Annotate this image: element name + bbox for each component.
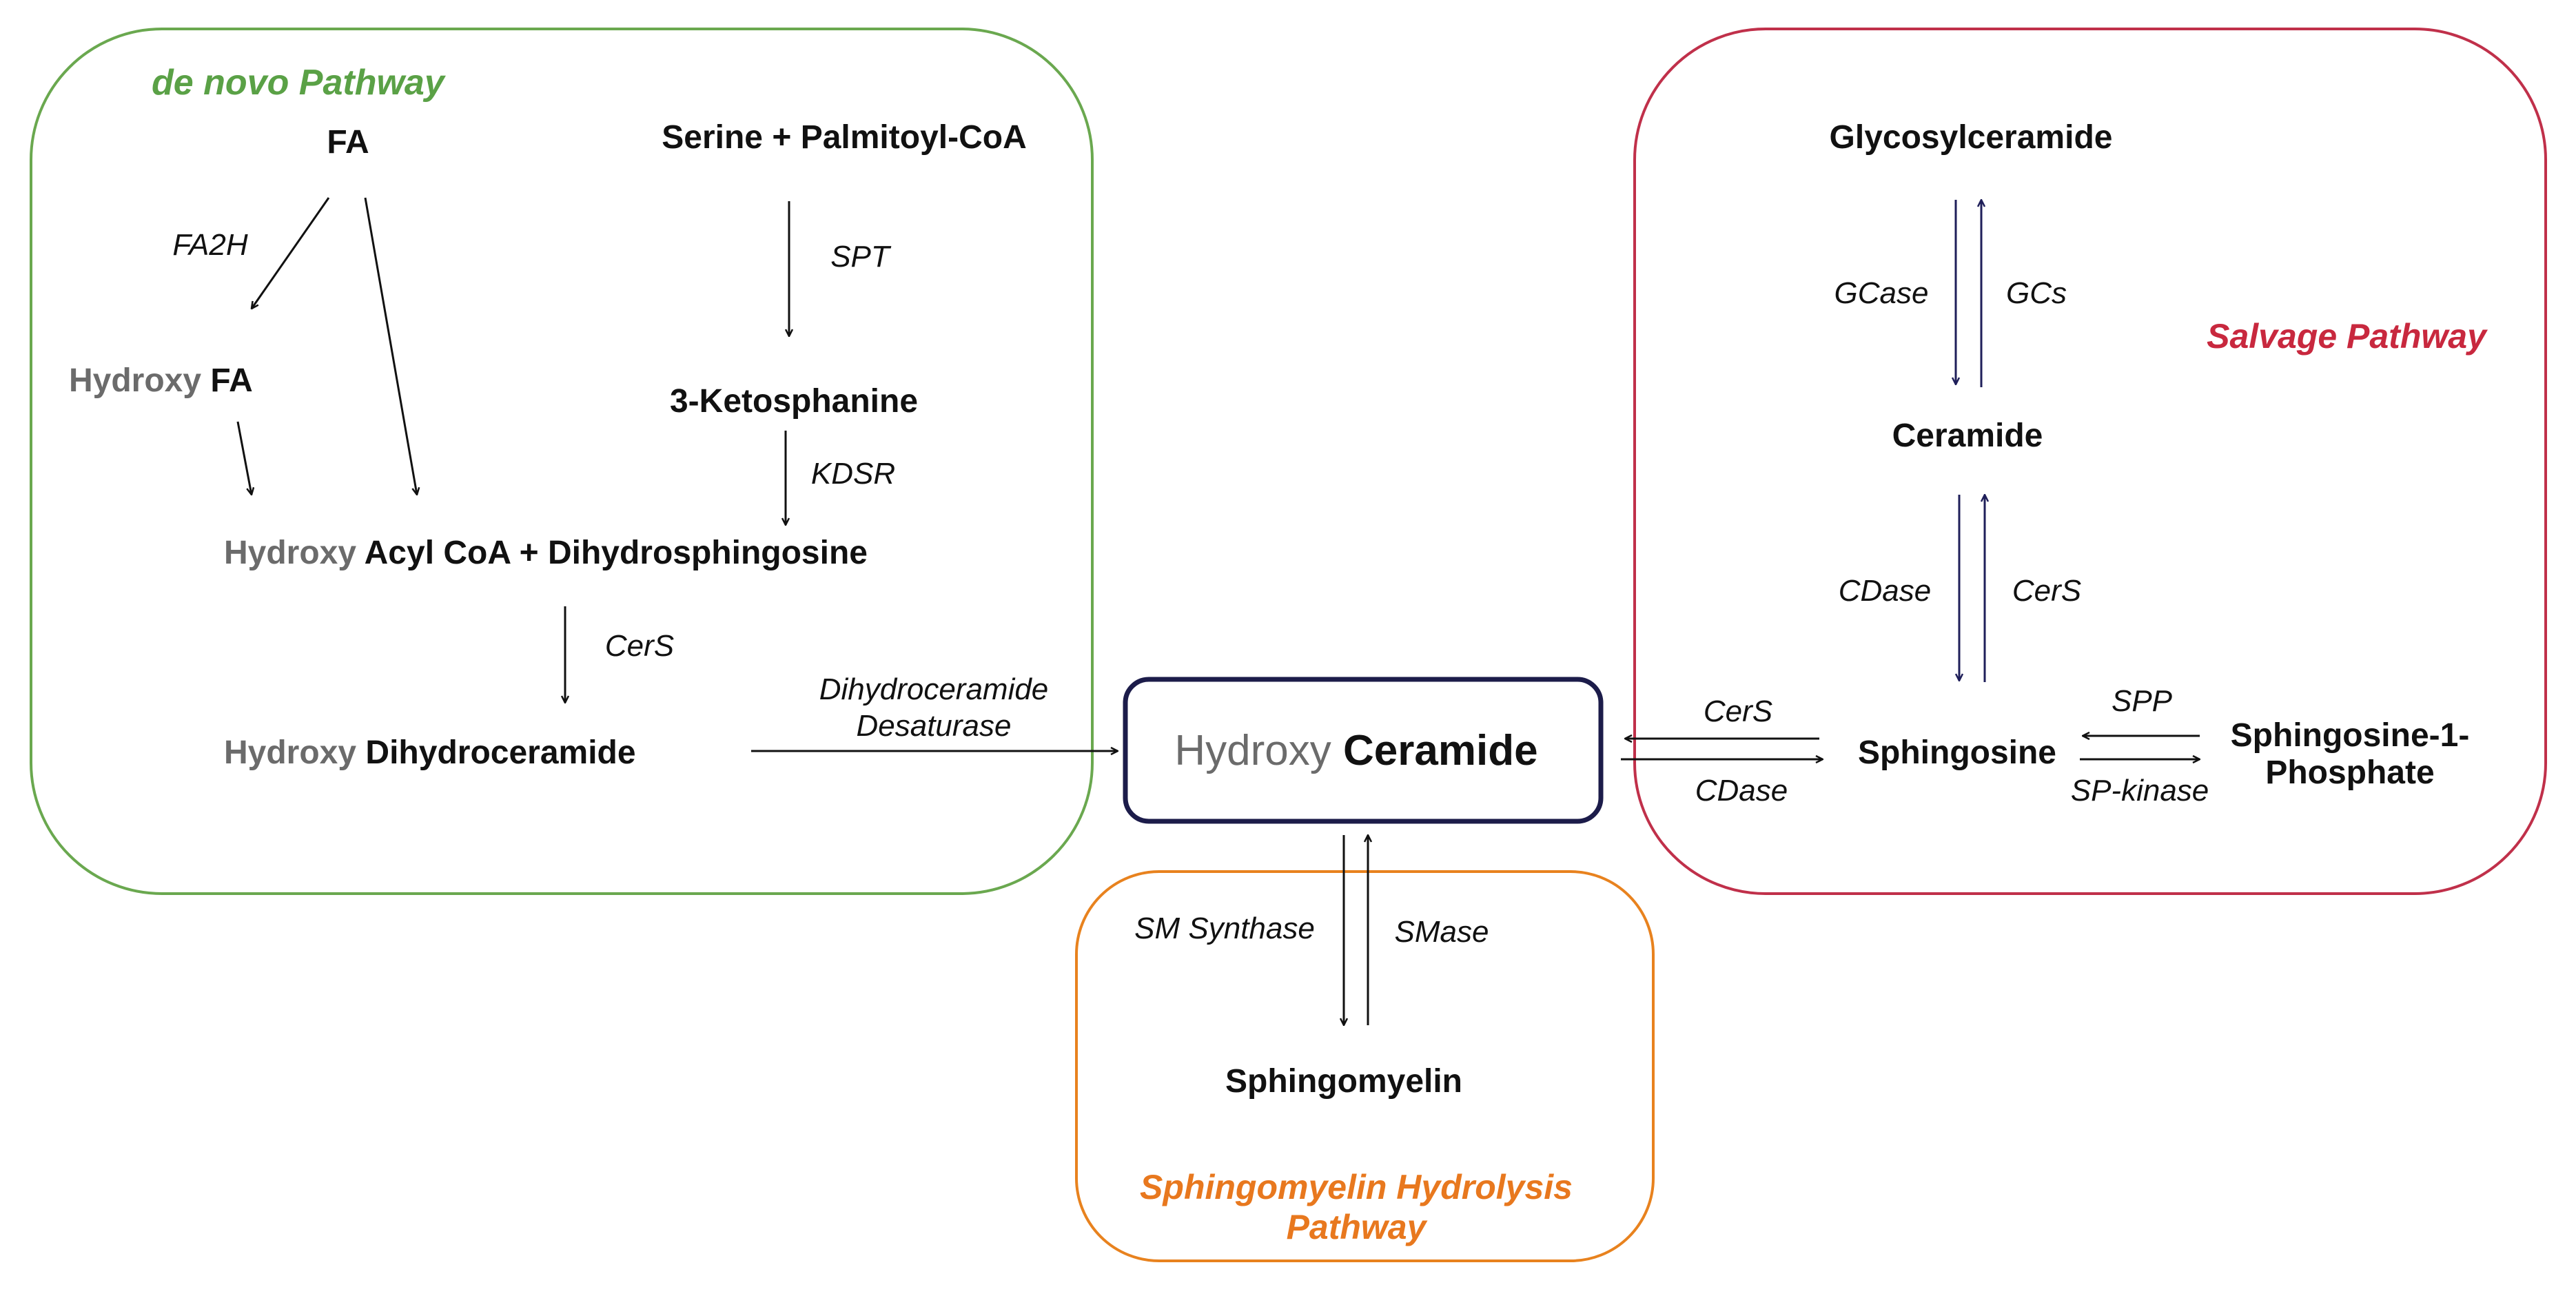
node-hydroxy-dihydroceramide: Hydroxy Dihydroceramide [224,734,636,771]
node-s1p-line1: Sphingosine-1- [2231,717,2470,754]
node-sphingosine: Sphingosine [1858,734,2056,771]
enzyme-cdase-center: CDase [1695,774,1788,808]
hydroxy-prefix: Hydroxy [69,362,201,399]
node-s1p-line2: Phosphate [2265,754,2434,791]
enzyme-cdase-salvage: CDase [1839,574,1932,608]
enzyme-sm-synthase: SM Synthase [1134,912,1315,945]
node-sphingomyelin: Sphingomyelin [1225,1063,1462,1100]
hydrolysis-pathway-title-line1: Sphingomyelin Hydrolysis [1140,1168,1573,1206]
arrow-fa-to-hydroxy-fa [252,197,330,309]
de-novo-pathway-box [30,28,1094,895]
enzyme-cers-center: CerS [1704,695,1772,728]
enzyme-smase: SMase [1395,915,1489,949]
node-ceramide: Ceramide [1892,418,2043,454]
node-hydroxy-fa: Hydroxy FA [69,362,253,399]
hydroxy-prefix: Hydroxy [1174,727,1331,774]
arrow-hydroxy-fa-to-acyl-coa [236,421,252,495]
enzyme-cers-salvage: CerS [2012,574,2081,608]
enzyme-desaturase-line2: Desaturase [856,709,1011,743]
hydroxy-ceramide-box [1123,677,1604,824]
dihydroceramide-suffix: Dihydroceramide [365,734,635,771]
node-3-ketosphanine: 3-Ketosphanine [670,383,918,420]
node-serine-palmitoyl-coa: Serine + Palmitoyl-CoA [662,119,1026,156]
de-novo-pathway-title: de novo Pathway [152,63,447,103]
enzyme-spp: SPP [2112,684,2173,718]
salvage-pathway-box [1633,28,2547,895]
node-glycosylceramide: Glycosylceramide [1830,119,2113,156]
hydroxy-prefix: Hydroxy [224,734,356,771]
node-hydroxy-ceramide: Hydroxy Ceramide [1174,727,1537,774]
hydroxy-fa-suffix: FA [210,362,252,399]
enzyme-cers-denovo: CerS [605,629,674,663]
node-hydroxy-acyl-coa-dihydrosphingosine: Hydroxy Acyl CoA + Dihydrosphingosine [224,535,868,571]
enzyme-fa2h: FA2H [172,228,247,262]
enzyme-sp-kinase: SP-kinase [2071,774,2209,808]
salvage-pathway-title: Salvage Pathway [2207,317,2488,356]
enzyme-spt: SPT [830,240,892,274]
sphingomyelin-hydrolysis-pathway-box [1075,870,1655,1262]
acyl-coa-suffix: Acyl CoA + Dihydrosphingosine [365,535,868,571]
enzyme-gcs: GCs [2006,276,2067,310]
enzyme-kdsr: KDSR [811,457,895,491]
enzyme-gcase: GCase [1834,276,1929,310]
arrow-fa-to-acyl-coa [364,197,417,495]
node-fa: FA [327,124,369,161]
enzyme-desaturase-line1: Dihydroceramide [819,672,1049,706]
ceramide-center-suffix: Ceramide [1343,727,1538,774]
hydroxy-prefix: Hydroxy [224,535,356,571]
hydrolysis-pathway-title-line2: Pathway [1287,1208,1428,1246]
